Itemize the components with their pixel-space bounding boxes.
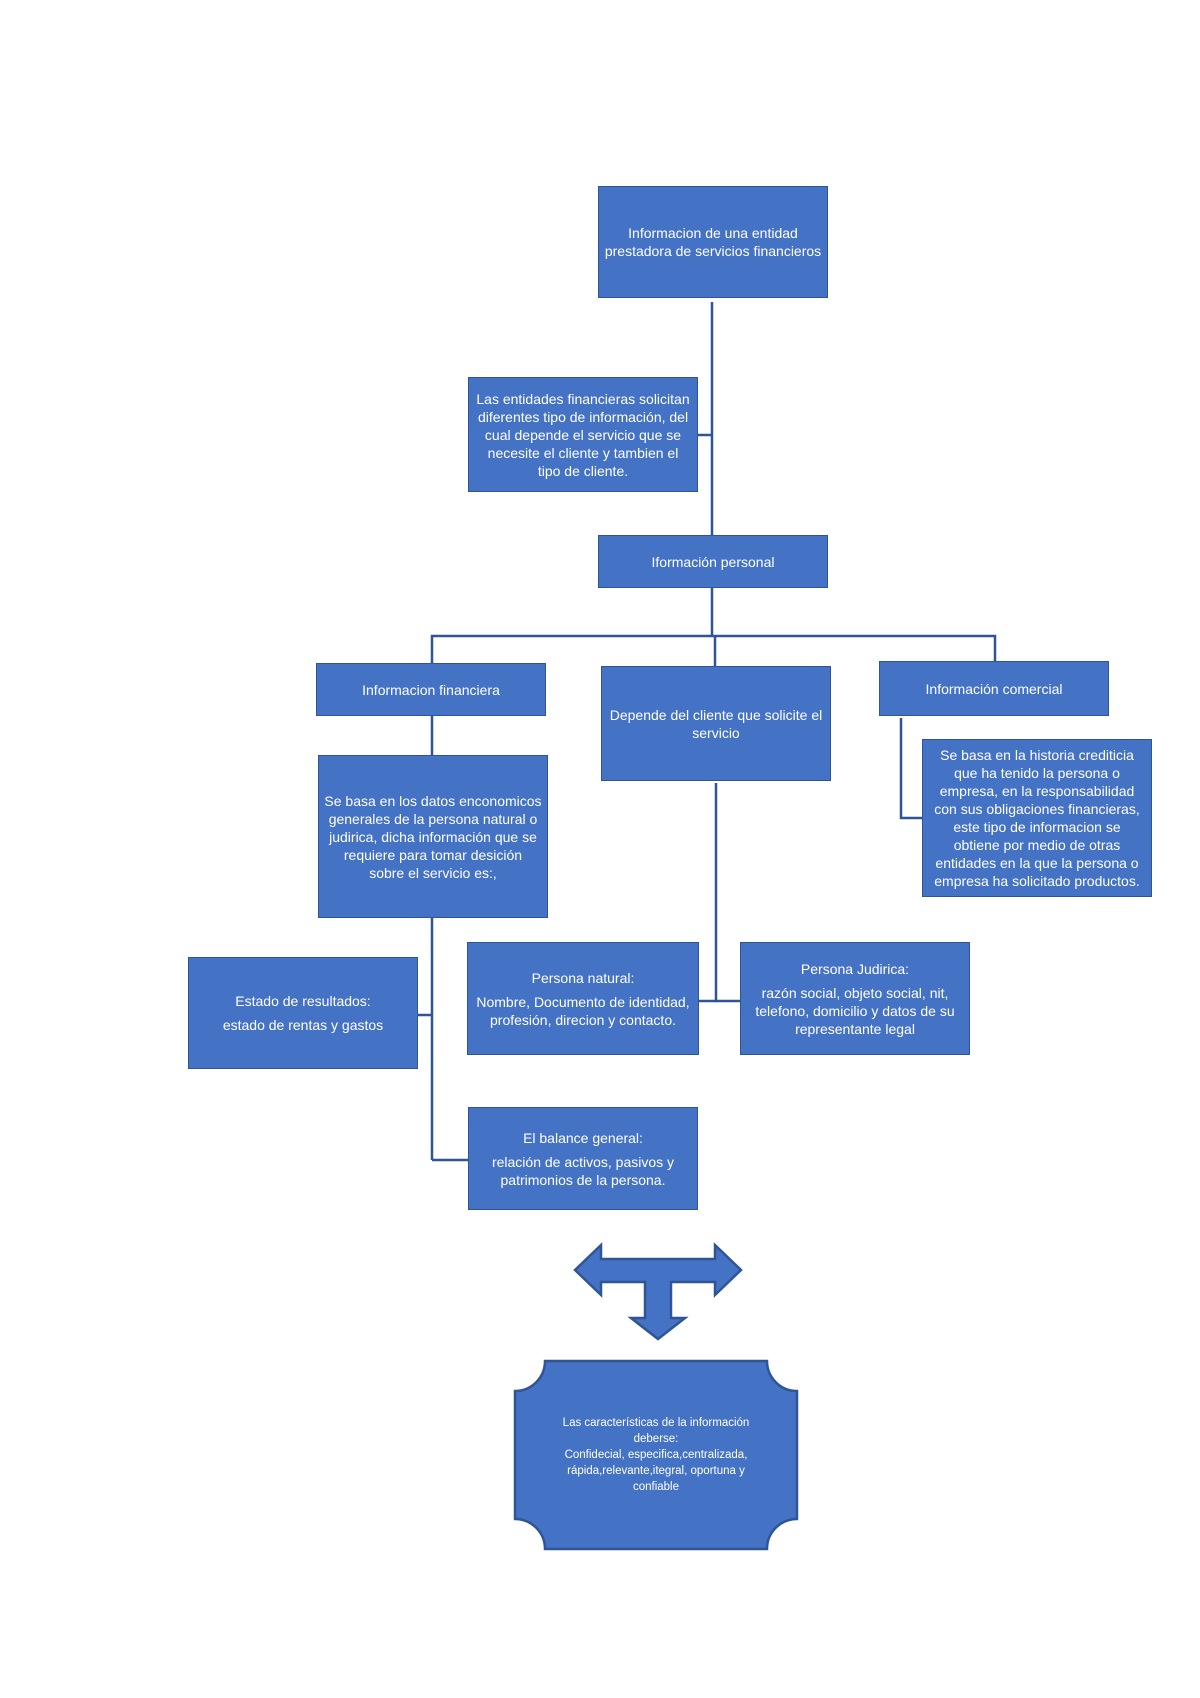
comercial-to-desc-line bbox=[899, 718, 922, 820]
natural-line-2: profesión, direcion y contacto. bbox=[490, 1011, 676, 1028]
balance-line-1: relación de activos, pasivos y bbox=[491, 1153, 675, 1170]
juridica-title: Persona Judirica: bbox=[800, 960, 910, 977]
financiera-desc-line-4: requiere para tomar desición bbox=[343, 846, 523, 863]
balance-title: El balance general: bbox=[523, 1129, 643, 1146]
note-line-3: cual depende el servicio que se bbox=[484, 426, 682, 443]
juridica-line-2: telefono, domicilio y datos de su bbox=[755, 1002, 955, 1019]
caracteristicas-line-5: confiable bbox=[632, 1481, 680, 1493]
caracteristicas-line-4: rápida,relevante,itegral, oportuna y bbox=[567, 1465, 745, 1477]
depende-line-1: Depende del cliente que solicite el bbox=[609, 706, 823, 723]
comercial-desc-line-4: con sus obligaciones financieras, bbox=[934, 801, 1140, 817]
comercial-desc-line-6: obtiene por medio de otras bbox=[953, 837, 1121, 853]
juridica-line-1: razón social, objeto social, nit, bbox=[761, 984, 949, 1001]
comercial-desc-line-3: empresa, en la responsabilidad bbox=[939, 783, 1135, 799]
financiera-node: Informacion financiera bbox=[316, 663, 546, 716]
category-branch-line bbox=[430, 634, 997, 663]
comercial-desc-line-5: este tipo de informacion se bbox=[953, 819, 1121, 835]
estado-text: estado de rentas y gastos bbox=[222, 1017, 384, 1033]
comercial-desc-line-2: que ha tenido la persona o bbox=[954, 765, 1120, 781]
estado-title: Estado de resultados: bbox=[235, 993, 371, 1009]
root-line-2: prestadora de servicios financieros bbox=[604, 243, 822, 259]
depende-to-natural-line bbox=[699, 783, 718, 1003]
caracteristicas-line-3: Confidecial, especifica,centralizada, bbox=[564, 1449, 748, 1461]
depende-line-2: servicio bbox=[692, 724, 740, 741]
personal-node: Iformación personal bbox=[598, 535, 828, 588]
financiera-desc-line-1: Se basa en los datos enconomicos bbox=[324, 792, 542, 809]
financiera-desc-line-2: generales de la persona natural o bbox=[328, 810, 538, 827]
caracteristicas-node: Las características de la información de… bbox=[515, 1361, 797, 1549]
natural-title: Persona natural: bbox=[531, 969, 635, 986]
comercial-desc-node: Se basa en la historia crediticia que ha… bbox=[922, 739, 1152, 897]
caracteristicas-line-1: Las características de la información bbox=[562, 1417, 750, 1429]
note-line-4: necesite el cliente y tambien el bbox=[487, 444, 679, 461]
comercial-desc-line-1: Se basa en la historia crediticia bbox=[940, 747, 1134, 763]
comercial-desc-line-7: entidades en la que la persona o bbox=[935, 855, 1139, 871]
estado-node: Estado de resultados: estado de rentas y… bbox=[188, 957, 418, 1069]
personal-label: Iformación personal bbox=[651, 553, 775, 570]
natural-line-1: Nombre, Documento de identidad, bbox=[476, 993, 690, 1010]
comercial-desc-line-8: empresa ha solicitado productos. bbox=[934, 873, 1140, 889]
note-line-2: diferentes tipo de información, del bbox=[477, 408, 689, 425]
note-line-1: Las entidades financieras solicitan bbox=[476, 390, 690, 407]
root-line-1: Informacion de una entidad bbox=[628, 225, 798, 241]
financiera-desc-line-5: sobre el servicio es:, bbox=[369, 864, 497, 881]
balance-node: El balance general: relación de activos,… bbox=[468, 1107, 698, 1210]
natural-node: Persona natural: Nombre, Documento de id… bbox=[467, 942, 699, 1055]
caracteristicas-line-2: deberse: bbox=[633, 1433, 679, 1445]
juridica-node: Persona Judirica: razón social, objeto s… bbox=[740, 942, 970, 1055]
note-node: Las entidades financieras solicitan dife… bbox=[468, 377, 698, 492]
comercial-node: Información comercial bbox=[879, 661, 1109, 716]
root-node: Informacion de una entidad prestadora de… bbox=[598, 186, 828, 298]
depende-node: Depende del cliente que solicite el serv… bbox=[601, 666, 831, 781]
financiera-desc-line-3: judirica, dicha información que se bbox=[329, 828, 537, 845]
juridica-line-3: representante legal bbox=[795, 1020, 915, 1037]
financiera-desc-node: Se basa en los datos enconomicos general… bbox=[318, 755, 548, 918]
financiera-label: Informacion financiera bbox=[362, 681, 500, 698]
balance-line-2: patrimonios de la persona. bbox=[500, 1171, 666, 1188]
comercial-label: Información comercial bbox=[925, 680, 1063, 697]
note-line-5: tipo de cliente. bbox=[537, 462, 629, 479]
